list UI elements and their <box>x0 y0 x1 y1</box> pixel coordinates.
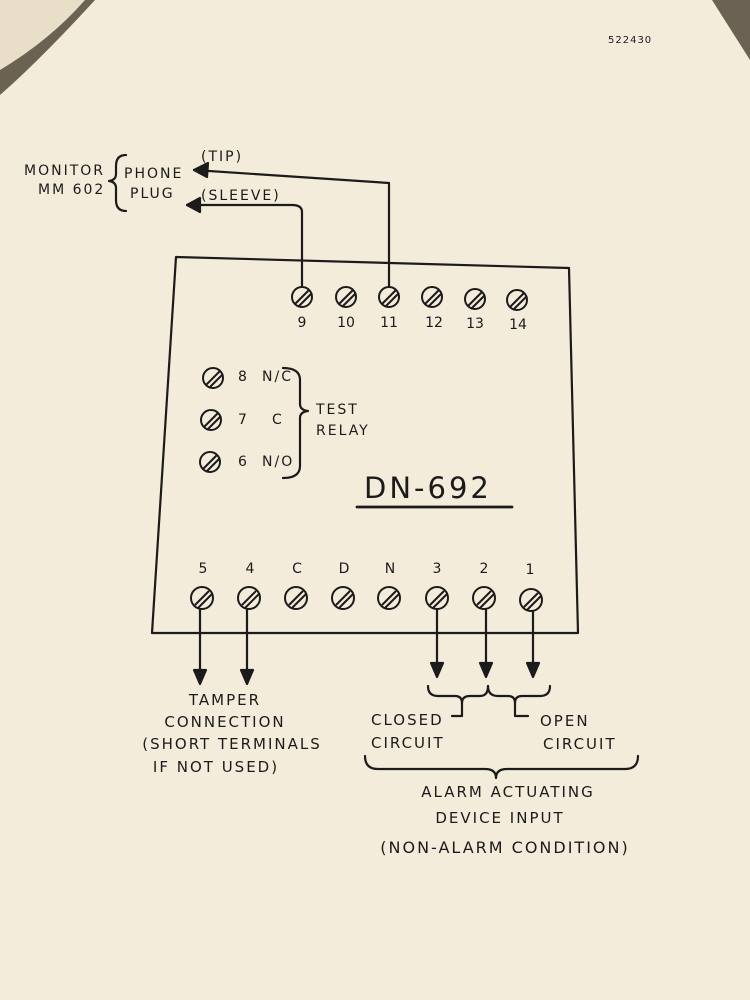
screw-d <box>331 586 355 610</box>
terminal-label-9: 9 <box>297 315 307 331</box>
tip-arrowhead <box>192 161 210 179</box>
arrow-2 <box>478 661 494 679</box>
monitor-brace <box>107 153 128 213</box>
tip-label: (TIP) <box>201 149 244 165</box>
terminal-label-n: N <box>384 561 396 577</box>
closed-circuit-line1: CLOSED <box>371 711 444 729</box>
screw-n <box>377 586 401 610</box>
screw-1 <box>519 588 543 612</box>
paper-corner <box>0 0 85 70</box>
arrow-4 <box>239 668 255 686</box>
relay-tag-c: C <box>272 412 284 428</box>
screw-6 <box>199 451 221 473</box>
screw-8 <box>202 367 224 389</box>
terminal-label-1: 1 <box>525 562 535 578</box>
screw-c <box>284 586 308 610</box>
sleeve-arrowhead <box>185 196 202 214</box>
sleeve-label: (SLEEVE) <box>201 188 281 204</box>
screw-12 <box>421 286 443 308</box>
closed-circuit-leader <box>450 701 464 718</box>
tamper-line2: CONNECTION <box>164 713 286 731</box>
screw-3 <box>425 586 449 610</box>
screw-2 <box>472 586 496 610</box>
test-relay-line2: RELAY <box>316 423 370 439</box>
arrow-5 <box>192 668 208 686</box>
monitor-label-line2: MM 602 <box>38 182 106 198</box>
terminal-label-13: 13 <box>466 316 484 332</box>
terminal-label-3: 3 <box>432 561 442 577</box>
terminal-label-10: 10 <box>337 315 355 331</box>
tamper-line1: TAMPER <box>188 691 262 709</box>
relay-num-7: 7 <box>238 412 249 428</box>
alarm-input-line1: ALARM ACTUATING <box>421 783 595 801</box>
relay-tag-no: N/O <box>262 454 295 470</box>
terminal-label-14: 14 <box>509 317 527 333</box>
terminal-label-5: 5 <box>198 561 208 577</box>
arrow-3 <box>429 661 445 679</box>
tamper-line4: IF NOT USED) <box>152 758 280 776</box>
screw-14 <box>506 289 528 311</box>
test-relay-line1: TEST <box>316 402 359 418</box>
relay-tag-nc: N/C <box>262 369 293 385</box>
screw-5 <box>190 586 214 610</box>
arrow-1 <box>525 661 541 679</box>
terminal-label-c: C <box>292 561 302 577</box>
tip-wire <box>192 168 391 290</box>
terminal-label-d: D <box>338 561 350 577</box>
phone-plug-line2: PLUG <box>130 186 175 202</box>
alarm-input-line3: (NON-ALARM CONDITION) <box>380 838 630 857</box>
alarm-input-line2: DEVICE INPUT <box>435 809 565 827</box>
relay-num-8: 8 <box>238 369 249 385</box>
device-enclosure <box>150 255 580 635</box>
open-circuit-leader <box>513 701 530 718</box>
terminal-label-11: 11 <box>380 315 398 331</box>
tamper-line3: (SHORT TERMINALS <box>142 735 322 753</box>
screw-9 <box>291 286 313 308</box>
terminal-label-2: 2 <box>479 561 489 577</box>
screw-7 <box>200 409 222 431</box>
terminal-label-4: 4 <box>245 561 255 577</box>
sleeve-wire <box>185 203 304 290</box>
screw-10 <box>335 286 357 308</box>
open-circuit-line2: CIRCUIT <box>543 735 617 753</box>
relay-terminal-screws <box>199 367 224 473</box>
open-circuit-line1: OPEN <box>540 712 590 730</box>
top-terminal-screws <box>291 286 528 311</box>
document-id: 522430 <box>608 35 653 46</box>
screw-13 <box>464 288 486 310</box>
monitor-label-line1: MONITOR <box>24 163 105 179</box>
alarm-input-brace <box>363 754 640 780</box>
phone-plug-line1: PHONE <box>124 166 184 182</box>
model-title: DN-692 <box>364 471 492 505</box>
test-relay-brace <box>281 366 310 480</box>
screw-4 <box>237 586 261 610</box>
closed-circuit-line2: CIRCUIT <box>371 734 445 752</box>
screw-11 <box>378 286 400 308</box>
terminal-label-12: 12 <box>425 315 443 331</box>
relay-num-6: 6 <box>238 454 249 470</box>
bottom-terminal-screws <box>190 586 543 612</box>
